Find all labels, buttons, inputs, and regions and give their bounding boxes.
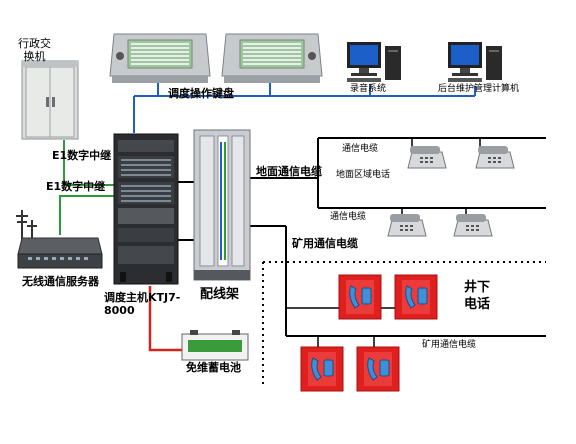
battery-label: 免维蓄电池 xyxy=(186,361,241,374)
distribution-frame-icon xyxy=(193,129,251,281)
recording-system-label: 录音系统 xyxy=(350,84,387,94)
explosion-proof-phone-icon xyxy=(394,274,438,320)
cabinet-icon xyxy=(21,60,79,140)
e1-trunk-label: E1数字中继 xyxy=(52,149,112,162)
explosion-proof-phone-icon xyxy=(356,346,400,392)
dispatch-host-label: 调度主机KTJ7- 8000 xyxy=(104,291,181,317)
desk-phone-icon xyxy=(387,214,427,237)
dispatch-keyboard-label: 调度操作键盘 xyxy=(168,87,234,100)
desktop-computer-icon xyxy=(347,42,401,82)
ground-cable-label: 地面通信电缆 xyxy=(256,165,322,178)
server-rack-icon xyxy=(113,133,179,285)
explosion-proof-phone-icon xyxy=(338,274,382,320)
dispatch-console-icon xyxy=(109,33,211,83)
desktop-computer-icon xyxy=(448,42,502,82)
ground-area-phone-label: 地面区域电话 xyxy=(336,170,391,180)
explosion-proof-phone-icon xyxy=(300,346,344,392)
distribution-frame-label: 配线架 xyxy=(200,287,240,302)
desk-phone-icon xyxy=(453,214,493,237)
comm-cable-label: 通信电缆 xyxy=(342,144,379,154)
desk-phone-icon xyxy=(475,146,515,169)
underground-phone-label: 井下 电话 xyxy=(464,280,491,312)
mine-cable-label: 矿用通信电缆 xyxy=(422,340,477,350)
dispatch-console-icon xyxy=(221,33,323,83)
admin-exchange-label: 行政交 换机 xyxy=(18,37,51,63)
desk-phone-icon xyxy=(407,146,447,169)
wireless-server-icon xyxy=(16,210,103,269)
battery-icon xyxy=(181,330,249,361)
wireless-server-label: 无线通信服务器 xyxy=(22,275,99,288)
mine-cable-label: 矿用通信电缆 xyxy=(292,237,358,250)
backend-pc-label: 后台维护管理计算机 xyxy=(438,84,520,94)
e1-trunk-label: E1数字中继 xyxy=(46,180,106,193)
comm-cable-label: 通信电缆 xyxy=(330,212,367,222)
